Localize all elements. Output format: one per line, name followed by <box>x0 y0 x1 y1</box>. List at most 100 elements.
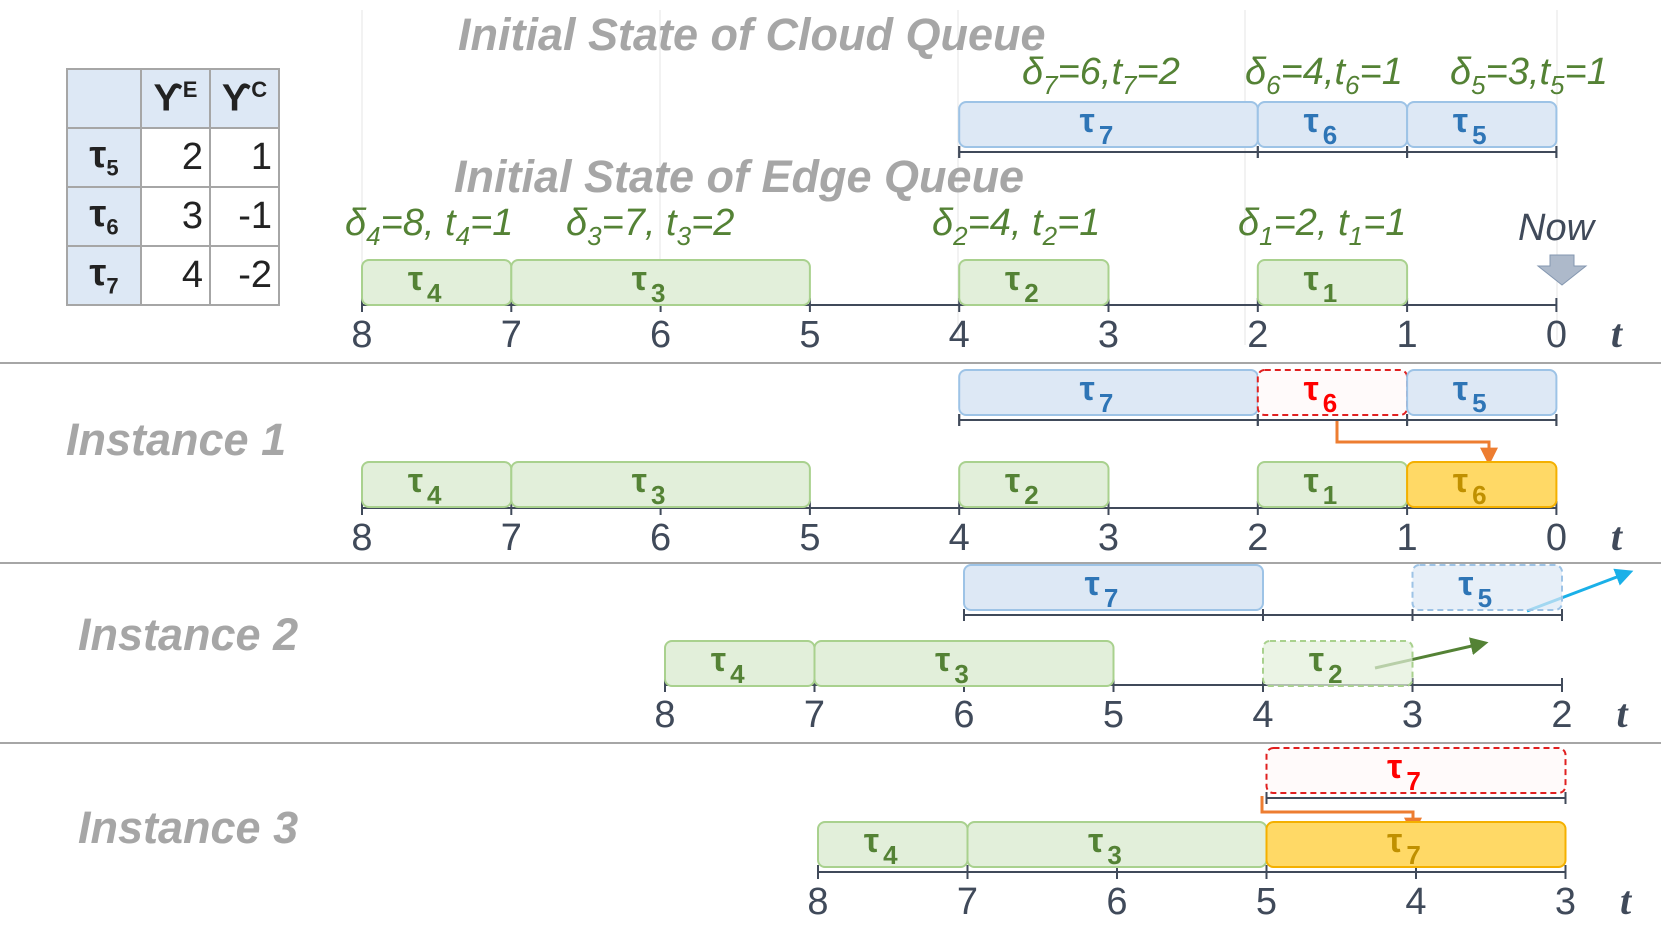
axis-tick-label: 7 <box>501 314 522 356</box>
axis-tick-label: 3 <box>1555 881 1576 923</box>
axis-tick-label: 3 <box>1098 314 1119 356</box>
axis-tick-label: 7 <box>804 694 825 736</box>
axis-tick-label: 0 <box>1546 517 1567 559</box>
axis-unit-label: t <box>1620 878 1633 923</box>
gamma-c-value: -2 <box>209 245 280 306</box>
axis-tick-label: 2 <box>1247 517 1268 559</box>
task-parameter-label: δ7=6,t7=2 <box>1022 51 1180 100</box>
cloud-task-bar <box>1265 747 1567 794</box>
axis-tick-label: 6 <box>1106 881 1127 923</box>
axis-tick-label: 5 <box>799 517 820 559</box>
guide-lines <box>361 10 1558 345</box>
axis-unit-label: t <box>1616 691 1629 736</box>
task-parameter-label: δ5=3,t5=1 <box>1450 51 1608 100</box>
axis-tick-label: 1 <box>1397 314 1418 356</box>
axis-tick-label: 2 <box>1551 694 1572 736</box>
cloud-task-bar <box>1411 564 1563 611</box>
row-task: τ7 <box>66 245 142 306</box>
task-parameter-label: δ1=2, t1=1 <box>1238 202 1406 251</box>
edge-task-bar <box>510 461 811 508</box>
gamma-e-value: 3 <box>140 186 211 247</box>
axis-tick-label: 8 <box>351 314 372 356</box>
edge-task-bar <box>1262 640 1414 687</box>
axis-tick-label: 4 <box>1252 694 1273 736</box>
edge-queue-heading: Initial State of Edge Queue <box>454 151 1024 202</box>
axis-tick-label: 3 <box>1098 517 1119 559</box>
header-gamma-e: ϒE <box>140 68 211 129</box>
gamma-e-value: 2 <box>140 127 211 188</box>
section-separators <box>0 362 1661 744</box>
edge-task-bar <box>813 640 1115 687</box>
gamma-e-value: 4 <box>140 245 211 306</box>
instance-1-heading: Instance 1 <box>66 414 286 465</box>
cloud-queue-heading: Initial State of Cloud Queue <box>458 9 1046 60</box>
instance-3-heading: Instance 3 <box>78 802 298 853</box>
edge-task-bar <box>958 259 1110 306</box>
axis-tick-label: 0 <box>1546 314 1567 356</box>
axis-tick-label: 8 <box>807 881 828 923</box>
axis-tick-label: 7 <box>501 517 522 559</box>
reassign-arrow-instance1 <box>1335 420 1498 466</box>
axis-tick-label: 2 <box>1247 314 1268 356</box>
task-parameter-label: δ6=4,t6=1 <box>1245 51 1403 100</box>
axis-tick-label: 8 <box>654 694 675 736</box>
table-row: τ7 4 -2 <box>66 245 280 306</box>
axis-tick-label: 6 <box>953 694 974 736</box>
edge-task-bar <box>510 259 811 306</box>
parameter-table: ϒE ϒC τ5 2 1 τ6 3 -1 τ7 4 -2 <box>66 68 280 306</box>
table-row: τ5 2 1 <box>66 127 280 188</box>
axis-tick-label: 4 <box>949 517 970 559</box>
axis-tick-label: 5 <box>1256 881 1277 923</box>
axis-tick-label: 8 <box>351 517 372 559</box>
cloud-task-bar <box>1406 101 1558 148</box>
gamma-c-value: -1 <box>209 186 280 247</box>
axis-tick-label: 7 <box>957 881 978 923</box>
edge-task-bar <box>1406 461 1558 508</box>
axis-tick-label: 5 <box>1103 694 1124 736</box>
row-task: τ5 <box>66 127 142 188</box>
axis-tick-label: 4 <box>1405 881 1426 923</box>
axis-tick-label: 6 <box>650 314 671 356</box>
table-header-row: ϒE ϒC <box>66 68 280 129</box>
edge-task-bar <box>1256 259 1409 306</box>
edge-task-bar <box>1265 821 1567 868</box>
table-row: τ6 3 -1 <box>66 186 280 247</box>
cloud-task-bar <box>963 564 1264 611</box>
cloud-task-bar <box>1406 369 1558 416</box>
edge-task-bar <box>958 461 1110 508</box>
now-down-arrow-icon <box>1536 254 1588 286</box>
now-label: Now <box>1518 207 1597 249</box>
row-task: τ6 <box>66 186 142 247</box>
task-parameter-label: δ4=8, t4=1 <box>345 202 513 251</box>
axis-tick-label: 6 <box>650 517 671 559</box>
axis-tick-label: 1 <box>1397 517 1418 559</box>
axis-unit-label: t <box>1611 311 1624 356</box>
table-corner <box>66 68 142 129</box>
gamma-c-value: 1 <box>209 127 280 188</box>
instance-2-heading: Instance 2 <box>78 609 298 660</box>
